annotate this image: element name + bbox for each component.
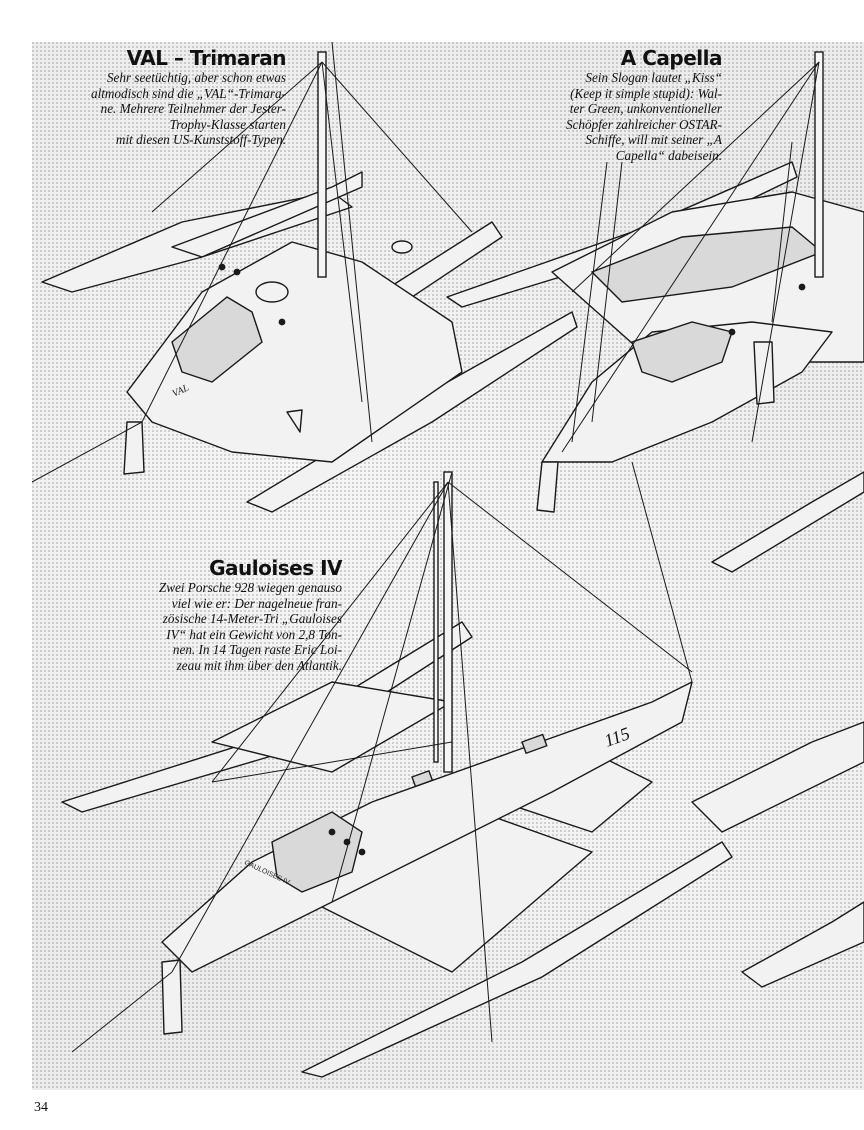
caption-title-gauloises: Gauloises IV [209,556,342,580]
gauloises-iv-drawing: 115 GAULOISES IV [61,461,733,1078]
caption-text-gauloises: Zwei Porsche 928 wiegen genauso viel wie… [110,580,342,674]
caption-line: ne. Mehrere Teilnehmer der Jester- [100,101,286,117]
caption-line: IV“ hat ein Gewicht von 2,8 Ton- [166,626,342,642]
page-number: 34 [34,1100,48,1115]
trimaran-illustration: VAL [32,42,864,1090]
caption-line: ter Green, unkonventioneller [569,101,722,117]
caption-title-capella: A Capella [620,46,723,70]
caption-line: zösische 14-Meter-Tri „Gauloises [162,611,342,627]
caption-line: viel wie er: Der nagelneue fran- [171,595,342,611]
caption-line: (Keep it simple stupid): Wal- [570,85,722,101]
caption-line: altmodisch sind die „VAL“-Trimara- [90,85,286,101]
val-trimaran-drawing: VAL [32,42,578,513]
caption-line: Schiffe, will mit seiner „A [585,132,722,148]
a-capella-drawing [446,51,864,573]
caption-text-capella: Sein Slogan lautet „Kiss“ (Keep it simpl… [548,70,722,164]
partial-trimaran-right-edge [691,721,864,988]
caption-text-val: Sehr seetüchtig, aber schon etwas altmod… [60,70,286,148]
caption-line: Zwei Porsche 928 wiegen genauso [158,580,342,595]
caption-line: Sein Slogan lautet „Kiss“ [585,70,722,85]
caption-line: Sehr seetüchtig, aber schon etwas [106,70,286,85]
caption-val-trimaran: VAL – Trimaran Sehr seetüchtig, aber sch… [60,46,287,148]
caption-line: Trophy-Klasse starten [169,116,286,132]
caption-line: Schöpfer zahlreicher OSTAR- [565,116,722,132]
caption-gauloises-iv: Gauloises IV Zwei Porsche 928 wiegen gen… [110,556,343,674]
caption-line: Capella“ dabeisein. [615,147,722,163]
caption-line: nen. In 14 Tagen raste Eric Loi- [172,642,342,658]
caption-a-capella: A Capella Sein Slogan lautet „Kiss“ (Kee… [548,46,723,164]
caption-line: zeau mit ihm über den Atlantik. [176,657,342,673]
trimaran-drawing: VAL [32,42,864,1078]
caption-line: mit diesen US-Kunststoff-Typen. [115,132,286,148]
caption-title-val: VAL – Trimaran [126,46,287,70]
